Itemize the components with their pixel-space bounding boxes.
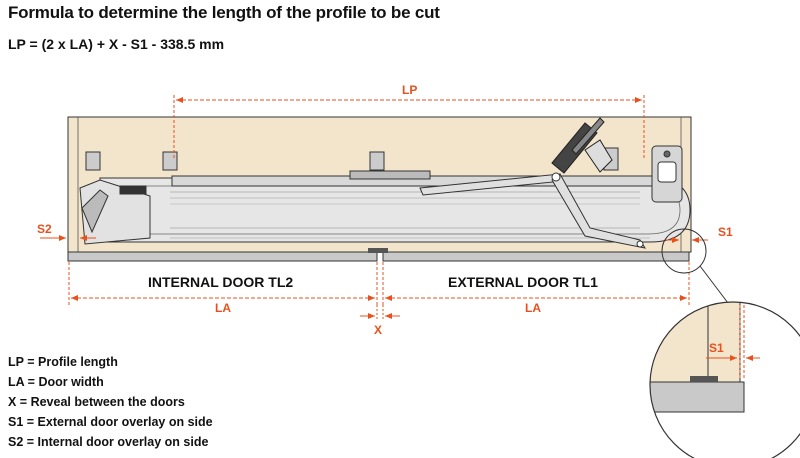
legend-item-la: LA = Door width	[8, 375, 104, 389]
lp-dimension	[173, 95, 645, 160]
s2-label: S2	[37, 222, 52, 236]
formula: LP = (2 x LA) + X - S1 - 338.5 mm	[8, 36, 225, 52]
la-right-label: LA	[525, 301, 541, 315]
right-end-unit	[651, 145, 683, 203]
legend-item-x: X = Reveal between the doors	[8, 395, 185, 409]
zoom-source-circle	[661, 228, 707, 274]
external-door-panel	[382, 251, 690, 262]
top-linkage	[171, 170, 653, 249]
internal-door-panel	[67, 251, 378, 262]
diagram-title: Formula to determine the length of the p…	[8, 3, 440, 22]
legend-item-s2: S2 = Internal door overlay on side	[8, 435, 209, 449]
external-door-label: EXTERNAL DOOR TL1	[448, 274, 598, 290]
la-dimensions	[68, 262, 690, 305]
lp-label: LP	[402, 83, 417, 97]
s1-label: S1	[718, 225, 733, 239]
legend-item-s1: S1 = External door overlay on side	[8, 415, 213, 429]
x-label: X	[374, 323, 382, 337]
x-dimension	[360, 305, 400, 320]
legend-item-lp: LP = Profile length	[8, 355, 118, 369]
left-hinge-unit	[79, 179, 151, 245]
s1-detail-label: S1	[709, 341, 724, 355]
la-left-label: LA	[215, 301, 231, 315]
detail-view	[649, 301, 800, 458]
gas-spring	[551, 117, 613, 174]
internal-door-label: INTERNAL DOOR TL2	[148, 274, 293, 290]
legend: LP = Profile length LA = Door width X = …	[8, 352, 213, 452]
